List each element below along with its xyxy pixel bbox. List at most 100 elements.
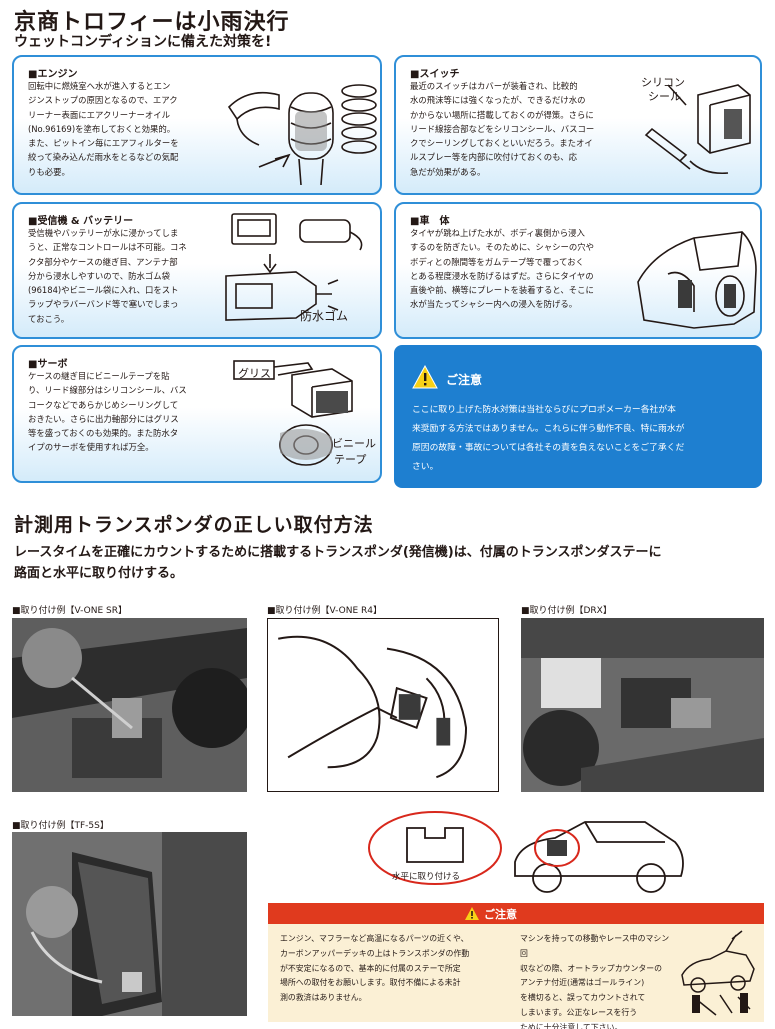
- text-line: 水の飛沫等には強くなったが、できるだけ水の: [410, 95, 586, 106]
- text-line: 絞って染み込んだ雨水をとるなどの気配: [28, 152, 179, 163]
- silicone-label-2: シール: [648, 90, 681, 103]
- servo-card: ■サーボ ケースの継ぎ目にビニールテープを貼 り、リード線部分はシリコンシール、…: [12, 345, 382, 483]
- warning-icon: [464, 906, 480, 921]
- text-line: とある程度浸水を防げるはずだ。さらにタイヤの: [410, 270, 594, 281]
- text-line: リード線接合部などをシリコンシール、バスコー: [410, 123, 595, 134]
- body-card-text: タイヤが跳ね上げた水が、ボディ裏側から浸入 するのを防ぎたい。そのために、シャシ…: [410, 226, 594, 312]
- text-line: (96184)やビニール袋に入れ、口をスト: [28, 285, 179, 296]
- text-line: マシンを持っての移動やレース中のマシン回: [520, 934, 670, 958]
- text-line: 原因の故障・事故については各社その責を負えないことをご了承くだ: [412, 443, 685, 453]
- text-line: また、ピットイン毎にエアフィルターを: [28, 138, 179, 149]
- caution-text-right: マシンを持っての移動やレース中のマシン回 収などの際、オートラップカウンターの …: [520, 932, 672, 1029]
- page-title: 京商トロフィーは小雨決行: [14, 10, 290, 35]
- text-line: 分から浸水しやすいので、防水ゴム袋: [28, 270, 170, 281]
- text-line: 測の救済はありません。: [280, 993, 367, 1003]
- car-transponder-illustration: [505, 812, 691, 898]
- notice-title: ご注意: [446, 373, 483, 387]
- text-line: クタ部分やケースの継ぎ目、アンテナ部: [28, 256, 178, 267]
- level-mount-label: 水平に取り付ける: [392, 872, 461, 882]
- text-line: 収などの際、オートラップカウンターの: [520, 963, 663, 973]
- switch-card: ■スイッチ 最近のスイッチはカバーが装着され、比較的 水の飛沫等には強くなったが…: [394, 55, 762, 195]
- body-card: ■車 体 タイヤが跳ね上げた水が、ボディ裏側から浸入 するのを防ぎたい。そのため…: [394, 202, 762, 339]
- waterproof-rubber-label: 防水ゴム: [300, 309, 349, 323]
- photo-drx: [521, 618, 764, 792]
- servo-card-text: ケースの継ぎ目にビニールテープを貼 り、リード線部分はシリコンシール、バス コー…: [28, 369, 187, 455]
- text-line: さい。: [412, 462, 439, 472]
- text-line: 直後や前、横等にプレートを装着すると、そこに: [410, 285, 594, 296]
- text-line: アンテナ付近(通常はゴールライン): [520, 978, 645, 988]
- receiver-card-title: ■受信機 & バッテリー: [28, 216, 134, 227]
- car-body-illustration: [634, 212, 760, 336]
- notice-text: ここに取り上げた防水対策は当社ならびにプロポメーカー各社が本 来奨励する方法では…: [412, 401, 752, 477]
- text-line: ジンストップの原因となるので、エアク: [28, 95, 178, 106]
- text-line: 場所への取付をお願いします。取付不備による未計: [280, 978, 461, 988]
- text-line: ボディとの隙間等をガムテープ等で覆っておく: [410, 256, 585, 267]
- text-line: するのを防ぎたい。そのために、シャシーの穴や: [410, 242, 594, 253]
- text-line: コークなどであらかじめシーリングして: [28, 399, 179, 410]
- text-line: 等を盛っておくのも効果的。また防水タ: [28, 428, 179, 439]
- tape-label: テープ: [334, 453, 367, 466]
- receiver-card-text: 受信機やバッテリーが水に浸かってしま うと、正常なコントロールは不可能。コネ ク…: [28, 226, 187, 326]
- caption-vone-r4: ■取り付け例【V-ONE R4】: [267, 606, 382, 616]
- level-mount-diagram: [365, 808, 505, 888]
- text-line: ラップやラバーバンド等で塞いでしまっ: [28, 299, 179, 310]
- text-line: 急だが効果がある。: [410, 166, 486, 177]
- text-line: 回転中に燃焼室へ水が進入するとエン: [28, 81, 171, 91]
- illustration-vone-r4: [267, 618, 499, 792]
- page-subtitle: ウェットコンディションに備えた対策を!: [14, 34, 272, 50]
- caution-title: ご注意: [484, 908, 517, 921]
- text-line: かからない場所に搭載しておくのが得策。さらに: [410, 109, 594, 120]
- grease-label: グリス: [238, 367, 271, 380]
- photo-tf5s: [12, 832, 247, 1016]
- photo-vone-sr: [12, 618, 247, 792]
- text-line: おきたい。さらに出力軸部分にはグリス: [28, 413, 179, 424]
- caption-tf5s: ■取り付け例【TF-5S】: [12, 821, 109, 831]
- lap-counter-car-illustration: [676, 929, 760, 1019]
- waterproof-bag-illustration: [220, 210, 378, 336]
- text-line: 受信機やバッテリーが水に浸かってしま: [28, 228, 179, 238]
- text-line: 路面と水平に取り付けする。: [14, 566, 184, 581]
- text-line: エンジン、マフラーなど高温になるパーツの近くや、: [280, 934, 469, 943]
- text-line: り、リード線部分はシリコンシール、バス: [28, 385, 187, 396]
- text-line: 来奨励する方法ではありません。これらに伴う動作不良、特に雨水が: [412, 424, 685, 434]
- receiver-battery-card: ■受信機 & バッテリー 受信機やバッテリーが水に浸かってしま うと、正常なコン…: [12, 202, 382, 339]
- switch-card-title: ■スイッチ: [410, 69, 460, 80]
- silicone-label-1: シリコン: [641, 76, 685, 89]
- engine-card-text: 回転中に燃焼室へ水が進入するとエン ジンストップの原因となるので、エアク リーナ…: [28, 79, 179, 179]
- engine-card-title: ■エンジン: [28, 69, 78, 80]
- body-card-title: ■車 体: [410, 216, 450, 227]
- text-line: レースタイムを正確にカウントするために搭載するトランスポンダ(発信機)は、付属の…: [14, 545, 662, 560]
- text-line: ておこう。: [28, 313, 70, 324]
- vinyl-label: ビニール: [332, 437, 376, 450]
- text-line: ケースの継ぎ目にビニールテープを貼: [28, 371, 170, 381]
- servo-illustration: [228, 353, 378, 481]
- text-line: ために十分注意して下さい。: [520, 1022, 623, 1029]
- text-line: イプのサーボを使用すれば万全。: [28, 442, 154, 453]
- text-line: を横切ると、誤ってカウントされて: [520, 993, 646, 1003]
- text-line: 水が当たってシャシー内への浸入を防げる。: [410, 299, 578, 310]
- warning-icon: [412, 364, 438, 389]
- text-line: りも必要。: [28, 166, 70, 177]
- text-line: しまいます。公正なレースを行う: [520, 1007, 638, 1017]
- air-cleaner-illustration: [219, 67, 379, 189]
- text-line: ここに取り上げた防水対策は当社ならびにプロポメーカー各社が本: [412, 405, 676, 415]
- text-line: うと、正常なコントロールは不可能。コネ: [28, 242, 187, 253]
- text-line: ルスプレー等を内部に吹付けておくのも、応: [410, 152, 577, 163]
- servo-card-title: ■サーボ: [28, 359, 68, 370]
- text-line: クでシーリングしておくといいだろう。またオイ: [410, 138, 593, 149]
- notice-panel: ご注意 ここに取り上げた防水対策は当社ならびにプロポメーカー各社が本 来奨励する…: [394, 345, 762, 488]
- transponder-intro: レースタイムを正確にカウントするために搭載するトランスポンダ(発信機)は、付属の…: [14, 542, 764, 584]
- caution-text-left: エンジン、マフラーなど高温になるパーツの近くや、 カーボンアッパーデッキの上はト…: [280, 932, 510, 1006]
- caption-drx: ■取り付け例【DRX】: [521, 606, 612, 616]
- caution-header: ご注意: [268, 903, 764, 924]
- text-line: タイヤが跳ね上げた水が、ボディ裏側から浸入: [410, 228, 585, 238]
- switch-illustration: [628, 65, 758, 191]
- text-line: リーナー表面にエアクリーナーオイル: [28, 109, 170, 120]
- switch-card-text: 最近のスイッチはカバーが装着され、比較的 水の飛沫等には強くなったが、できるだけ…: [410, 79, 594, 179]
- text-line: が不安定になるので、基本的に付属のステーで所定: [280, 963, 461, 973]
- text-line: 最近のスイッチはカバーが装着され、比較的: [410, 81, 578, 91]
- text-line: (No.96169)を塗布しておくと効果的。: [28, 123, 176, 134]
- transponder-title: 計測用トランスポンダの正しい取付方法: [14, 514, 374, 536]
- engine-card: ■エンジン 回転中に燃焼室へ水が進入するとエン ジンストップの原因となるので、エ…: [12, 55, 382, 195]
- text-line: カーボンアッパーデッキの上はトランスポンダの作動: [280, 948, 470, 958]
